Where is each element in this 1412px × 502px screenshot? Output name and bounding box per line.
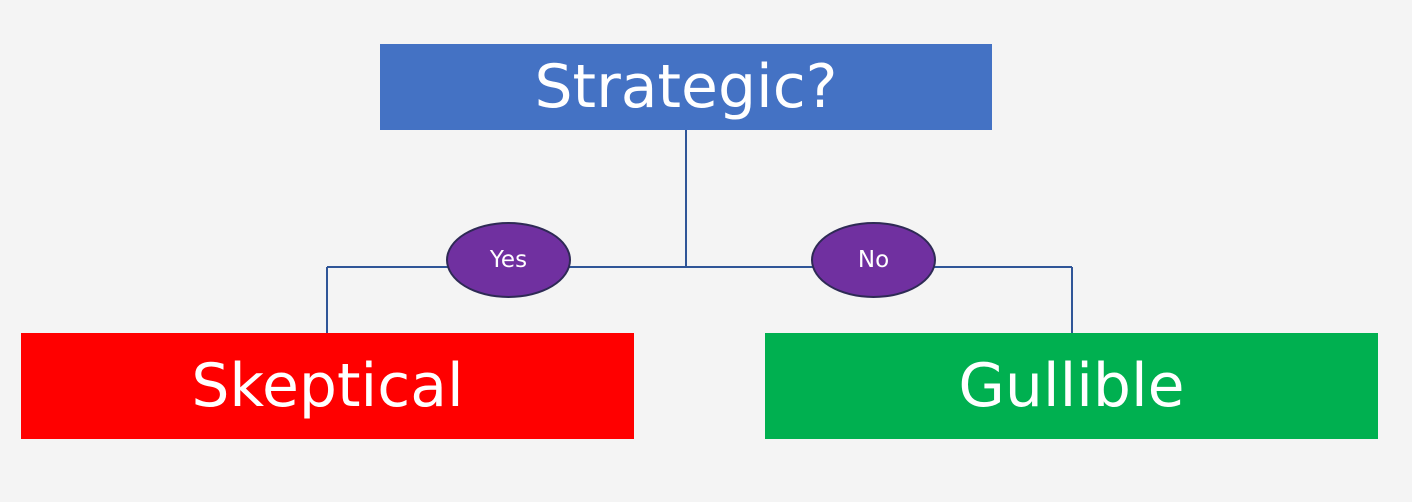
leaf-node-right: Gullible xyxy=(765,333,1378,439)
edge-label-no: No xyxy=(811,222,936,298)
edge-label-yes-text: Yes xyxy=(489,247,528,273)
root-node: Strategic? xyxy=(380,44,992,130)
leaf-node-left: Skeptical xyxy=(21,333,634,439)
leaf-node-left-label: Skeptical xyxy=(191,351,464,421)
edge-label-no-text: No xyxy=(857,247,890,273)
edge-label-yes: Yes xyxy=(446,222,571,298)
root-node-label: Strategic? xyxy=(534,52,838,122)
leaf-node-right-label: Gullible xyxy=(958,351,1185,421)
